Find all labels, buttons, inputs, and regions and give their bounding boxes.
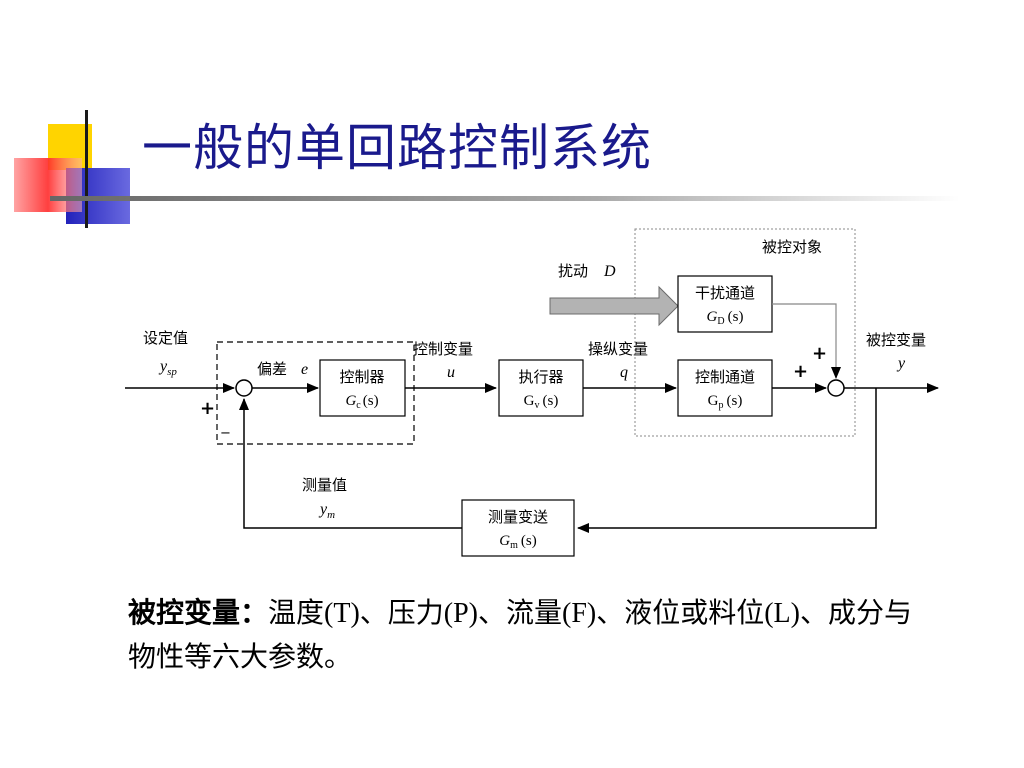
setpoint-symbol: ysp xyxy=(158,358,177,378)
control-var-symbol: u xyxy=(447,364,455,381)
disturbance-label: 扰动 xyxy=(558,262,588,280)
disturbance-output-line xyxy=(772,303,841,379)
measurement-symbol: ym xyxy=(318,501,335,521)
caption-text: 被控变量：温度(T)、压力(P)、流量(F)、液位或料位(L)、成分与物性等六大… xyxy=(128,592,918,680)
sum-plus-sign: + xyxy=(200,398,215,419)
transmitter-tf: Gm(s) xyxy=(499,533,536,551)
controlled-object-label: 被控对象 xyxy=(762,238,822,256)
caption-bold: 被控变量： xyxy=(128,598,269,629)
controlled-object-boundary xyxy=(634,228,856,437)
feedback-line-left xyxy=(239,398,462,529)
control-channel-block xyxy=(677,359,773,417)
control-var-label: 控制变量 xyxy=(413,340,473,358)
deco-horizontal-line xyxy=(50,196,960,201)
feedback-line-right xyxy=(577,388,877,533)
controller-name: 控制器 xyxy=(339,368,384,386)
control-channel-name: 控制通道 xyxy=(695,368,755,386)
deco-red-square xyxy=(14,158,82,212)
setpoint-label: 设定值 xyxy=(143,329,188,347)
disturbance-channel-tf: GD(s) xyxy=(707,309,744,327)
controlled-var-label: 被控变量 xyxy=(866,331,926,349)
summing-junction-error xyxy=(235,379,253,397)
transmitter-block xyxy=(461,499,575,557)
manip-var-symbol: q xyxy=(620,364,628,381)
error-symbol: e xyxy=(301,361,308,378)
output-plus-top: + xyxy=(812,343,827,364)
summing-junction-output xyxy=(827,379,845,397)
transmitter-name: 测量变送 xyxy=(488,508,548,526)
actuator-tf: Gv(s) xyxy=(524,393,559,411)
sum-minus-sign: − xyxy=(220,426,231,441)
disturbance-arrow xyxy=(549,285,679,327)
caption-body: 温度(T)、压力(P)、流量(F)、液位或料位(L)、成分与物性等六大参数。 xyxy=(128,598,912,673)
disturbance-symbol: D xyxy=(603,263,616,280)
deco-vertical-line xyxy=(85,110,88,228)
actuator-name: 执行器 xyxy=(518,368,563,386)
manip-var-label: 操纵变量 xyxy=(588,340,648,358)
output-plus-left: + xyxy=(793,361,808,382)
disturbance-channel-block xyxy=(677,275,773,333)
measurement-label: 测量值 xyxy=(302,476,347,494)
controller-tf: Gc(s) xyxy=(345,393,378,411)
page-title: 一般的单回路控制系统 xyxy=(142,119,652,177)
disturbance-channel-name: 干扰通道 xyxy=(695,284,755,302)
error-label: 偏差 xyxy=(257,360,287,378)
controller-block xyxy=(319,359,406,417)
controlled-var-symbol: y xyxy=(896,355,906,372)
control-channel-tf: Gp(s) xyxy=(708,393,743,411)
